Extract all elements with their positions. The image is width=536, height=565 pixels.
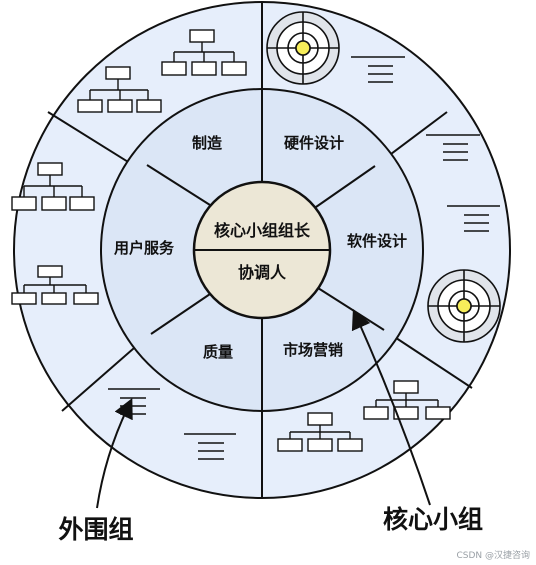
segment-software-design-label: 软件设计 xyxy=(347,232,407,250)
document-lines-icon xyxy=(351,56,405,83)
core-leader-label: 核心小组组长 xyxy=(214,221,311,240)
org-chart-icon xyxy=(363,380,451,420)
segment-marketing-label: 市场营销 xyxy=(283,341,343,359)
segment-hardware-design-label: 硬件设计 xyxy=(284,134,344,152)
document-lines-icon xyxy=(184,433,236,460)
org-chart-icon xyxy=(277,412,363,452)
org-chart-icon xyxy=(161,29,247,76)
watermark: CSDN @汉捷咨询 xyxy=(456,551,530,561)
segment-user-service-label: 用户服务 xyxy=(114,239,175,257)
org-chart-icon xyxy=(11,162,95,211)
outer-ring-dividers xyxy=(47,3,473,497)
core-coordinator-label: 协调人 xyxy=(238,263,287,282)
core-group-label: 核心小组 xyxy=(383,505,483,534)
org-chart-icon xyxy=(11,265,99,305)
document-lines-icon xyxy=(447,205,500,232)
inner-ring-dividers xyxy=(146,89,385,411)
core-group-arrow xyxy=(351,308,431,506)
outer-group-arrow xyxy=(96,397,133,509)
document-lines-icon xyxy=(426,134,480,161)
target-wheel-icon xyxy=(266,11,340,85)
org-chart-icon xyxy=(77,66,162,113)
segment-quality-label: 质量 xyxy=(203,343,233,361)
outer-group-label: 外围组 xyxy=(58,515,133,544)
target-wheel-icon xyxy=(427,269,501,343)
segment-manufacturing-label: 制造 xyxy=(192,134,222,152)
